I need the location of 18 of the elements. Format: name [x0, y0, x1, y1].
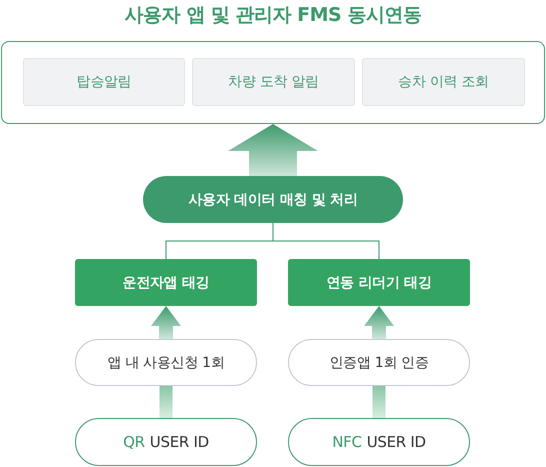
arrow [160, 386, 172, 418]
step-pill: 앱 내 사용신청 1회 [75, 339, 257, 386]
arrow [228, 124, 318, 176]
arrow [364, 306, 394, 339]
feature-box: 승차 이력 조회 [362, 58, 525, 106]
step-pill: 인증앱 1회 인증 [288, 339, 470, 386]
panel-container [1, 41, 545, 124]
feature-box: 탑승알림 [23, 58, 185, 106]
connector-line [272, 222, 380, 260]
arrow [151, 306, 181, 339]
process-box: 운전자앱 태깅 [75, 259, 257, 306]
feature-box: 차량 도착 알림 [192, 58, 355, 106]
process-pill: 사용자 데이터 매칭 및 처리 [143, 176, 403, 223]
arrow [372, 386, 386, 418]
process-box: 연동 리더기 태깅 [288, 259, 470, 306]
id-pill: NFC USER ID [288, 418, 470, 466]
diagram-title: 사용자 앱 및 관리자 FMS 동시연동 [124, 3, 422, 28]
id-pill: QR USER ID [75, 418, 257, 466]
